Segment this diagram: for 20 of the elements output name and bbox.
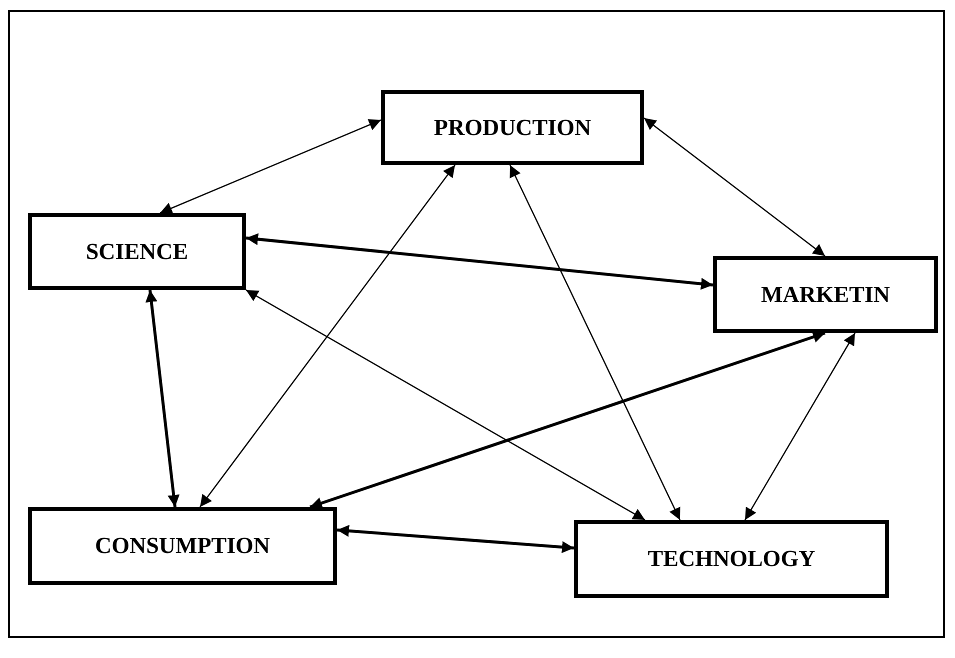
double-arrow (644, 117, 826, 257)
node-label: CONSUMPTION (94, 533, 270, 559)
process-box (381, 90, 644, 165)
double-arrow (744, 332, 856, 520)
double-arrow (246, 233, 714, 290)
node-label: MARKETIN (760, 282, 890, 308)
double-arrow (160, 119, 382, 214)
double-arrow (199, 164, 456, 508)
double-arrow (310, 331, 826, 509)
process-box (28, 507, 337, 585)
process-box (713, 256, 938, 333)
node-label: TECHNOLOGY (648, 546, 816, 572)
node-label: PRODUCTION (434, 114, 592, 140)
double-arrow (336, 524, 574, 554)
process-box (574, 520, 889, 598)
double-arrow (509, 164, 681, 520)
node-label: SCIENCE (86, 238, 188, 264)
double-arrow (246, 289, 646, 521)
double-arrow (145, 290, 180, 508)
process-box (28, 213, 246, 290)
